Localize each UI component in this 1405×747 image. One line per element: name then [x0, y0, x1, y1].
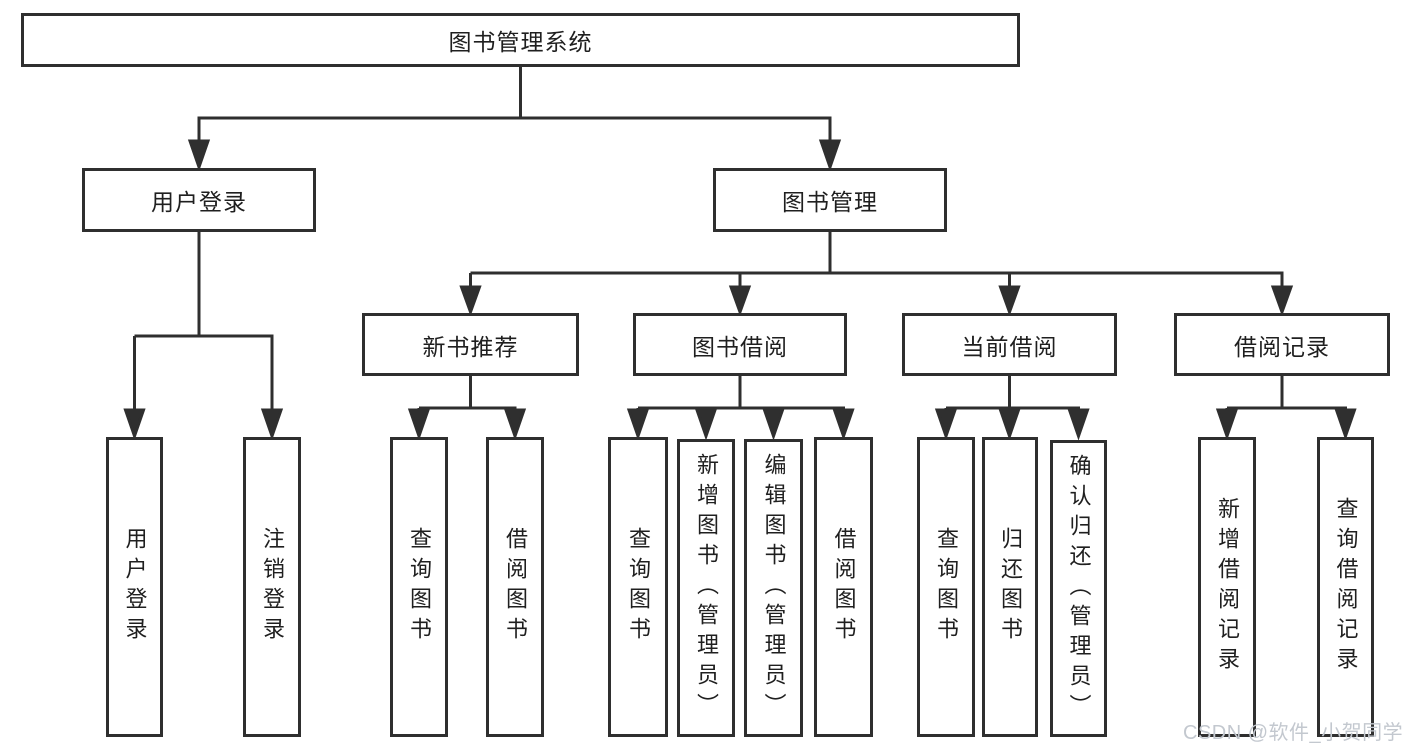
node-borrow-records-label: 借阅记录 — [1234, 333, 1330, 360]
node-root-label: 图书管理系统 — [448, 29, 593, 55]
leaf-records-query: 查询借阅记录 — [1317, 437, 1374, 737]
arrowhead — [1067, 408, 1090, 441]
leaf-borrow-add-admin: 新增图书（管理员） — [677, 439, 735, 737]
leaf-newbook-borrow: 借阅图书 — [486, 437, 544, 737]
leaf-current-query: 查询图书 — [917, 437, 975, 737]
arrowhead — [998, 285, 1021, 317]
connector-current-to-leaves — [934, 374, 1090, 441]
leaf-borrow-add-admin-label: 新增图书（管理员） — [694, 453, 719, 723]
csdn-watermark: CSDN @软件_小贺同学 — [1183, 722, 1404, 744]
leaf-borrow-borrow-label: 借阅图书 — [831, 527, 857, 647]
leaf-borrow-query-label: 查询图书 — [626, 527, 651, 647]
arrowhead — [407, 408, 431, 441]
node-new-book-recommend: 新书推荐 — [362, 313, 579, 376]
arrowhead — [459, 285, 482, 317]
leaf-newbook-query: 查询图书 — [390, 437, 448, 737]
arrowhead — [626, 408, 650, 441]
leaf-borrow-query: 查询图书 — [608, 437, 668, 737]
leaf-user-logout-label: 注销登录 — [260, 527, 285, 647]
node-borrow-records: 借阅记录 — [1174, 313, 1390, 376]
arrowhead — [832, 408, 855, 441]
leaf-current-return: 归还图书 — [982, 437, 1038, 737]
arrowhead — [503, 408, 527, 441]
node-new-book-recommend-label: 新书推荐 — [422, 333, 519, 360]
arrowhead — [1270, 285, 1294, 317]
leaf-newbook-borrow-label: 借阅图书 — [503, 527, 528, 647]
leaf-user-login: 用户登录 — [106, 437, 163, 737]
connector-records-to-leaves — [1215, 374, 1357, 441]
arrowhead — [1334, 408, 1357, 441]
arrowhead — [762, 408, 785, 441]
node-current-borrow-label: 当前借阅 — [961, 333, 1058, 360]
arrowhead — [187, 139, 211, 172]
arrowhead — [728, 285, 752, 317]
arrowhead — [694, 408, 718, 441]
connector-newbook-to-leaves — [407, 374, 527, 441]
connector-borrow-to-leaves — [626, 374, 855, 441]
node-root-library-system: 图书管理系统 — [21, 13, 1020, 67]
leaf-records-add: 新增借阅记录 — [1198, 437, 1256, 737]
leaf-records-add-label: 新增借阅记录 — [1215, 497, 1240, 677]
arrowhead — [260, 408, 284, 441]
leaf-current-confirm-admin-label: 确认归还（管理员） — [1066, 453, 1092, 724]
node-book-borrow-label: 图书借阅 — [692, 333, 788, 360]
leaf-borrow-edit-admin-label: 编辑图书（管理员） — [761, 453, 787, 723]
arrowhead — [934, 408, 958, 441]
leaf-user-logout: 注销登录 — [243, 437, 301, 737]
connector-root-to-level2 — [187, 65, 842, 172]
connector-management-to-level3 — [459, 230, 1294, 317]
leaf-borrow-edit-admin: 编辑图书（管理员） — [744, 439, 803, 737]
node-current-borrow: 当前借阅 — [902, 313, 1117, 376]
node-book-borrow: 图书借阅 — [633, 313, 847, 376]
node-book-management-label: 图书管理 — [782, 189, 878, 215]
connector-user-login-to-leaves — [123, 230, 284, 441]
arrowhead — [998, 408, 1021, 441]
arrowhead — [1215, 408, 1239, 441]
arrowhead — [818, 139, 842, 172]
leaf-current-confirm-admin: 确认归还（管理员） — [1050, 440, 1107, 737]
leaf-newbook-query-label: 查询图书 — [407, 527, 432, 647]
node-user-login: 用户登录 — [82, 168, 316, 232]
arrowhead — [123, 408, 146, 441]
leaf-current-query-label: 查询图书 — [934, 527, 959, 647]
node-user-login-label: 用户登录 — [151, 189, 247, 215]
leaf-borrow-borrow: 借阅图书 — [814, 437, 873, 737]
node-book-management: 图书管理 — [713, 168, 947, 232]
leaf-current-return-label: 归还图书 — [998, 527, 1023, 647]
leaf-records-query-label: 查询借阅记录 — [1333, 497, 1359, 677]
leaf-user-login-label: 用户登录 — [122, 527, 148, 647]
